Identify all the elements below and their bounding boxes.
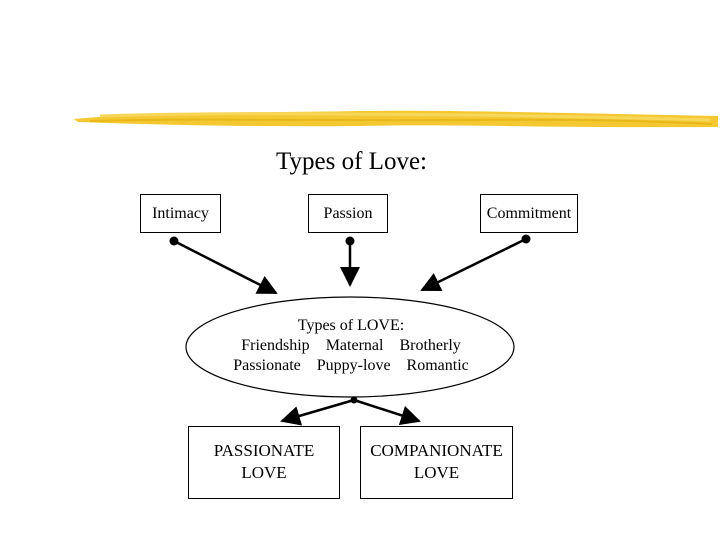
component-label: Passion <box>323 204 373 222</box>
outcome-box-passionate-love: PASSIONATE LOVE <box>188 426 340 499</box>
connector-outcomes <box>280 396 421 426</box>
outcome-label-line: LOVE <box>241 463 287 482</box>
component-box-commitment: Commitment <box>480 194 578 233</box>
component-label: Commitment <box>486 204 572 222</box>
connector-commitment <box>420 234 531 292</box>
outcome-label-line: PASSIONATE <box>213 441 315 460</box>
outcome-label-line: LOVE <box>413 463 460 482</box>
love-type: Passionate <box>233 357 301 374</box>
arrow-to-passionate-love <box>280 398 355 426</box>
outcome-label-line: COMPANIONATE <box>370 441 503 460</box>
love-type: Friendship <box>241 337 310 354</box>
slide-title: Types of Love: <box>276 148 427 175</box>
component-box-passion: Passion <box>308 194 388 233</box>
arrow-to-love-types <box>173 239 278 295</box>
love-types-row: Passionate Puppy-love Romantic <box>186 356 516 376</box>
love-type: Maternal <box>325 337 384 354</box>
arrow-to-love-types <box>420 237 527 292</box>
love-types-heading: Types of LOVE: <box>297 317 405 334</box>
outcome-box-companionate-love: COMPANIONATE LOVE <box>360 426 513 499</box>
component-box-intimacy: Intimacy <box>140 194 221 233</box>
love-type: Puppy-love <box>316 357 391 374</box>
love-types-ellipse <box>185 296 515 398</box>
component-label: Intimacy <box>152 204 209 222</box>
love-type: Brotherly <box>399 337 461 354</box>
connector-intimacy <box>169 236 278 295</box>
love-types-row: Friendship Maternal Brotherly <box>186 336 516 356</box>
love-type: Romantic <box>406 357 469 374</box>
connector-passion <box>340 236 360 287</box>
love-types-content: Types of LOVE: Friendship Maternal Broth… <box>186 316 516 376</box>
highlighter-stroke <box>74 110 718 128</box>
arrow-to-companionate-love <box>353 398 421 425</box>
